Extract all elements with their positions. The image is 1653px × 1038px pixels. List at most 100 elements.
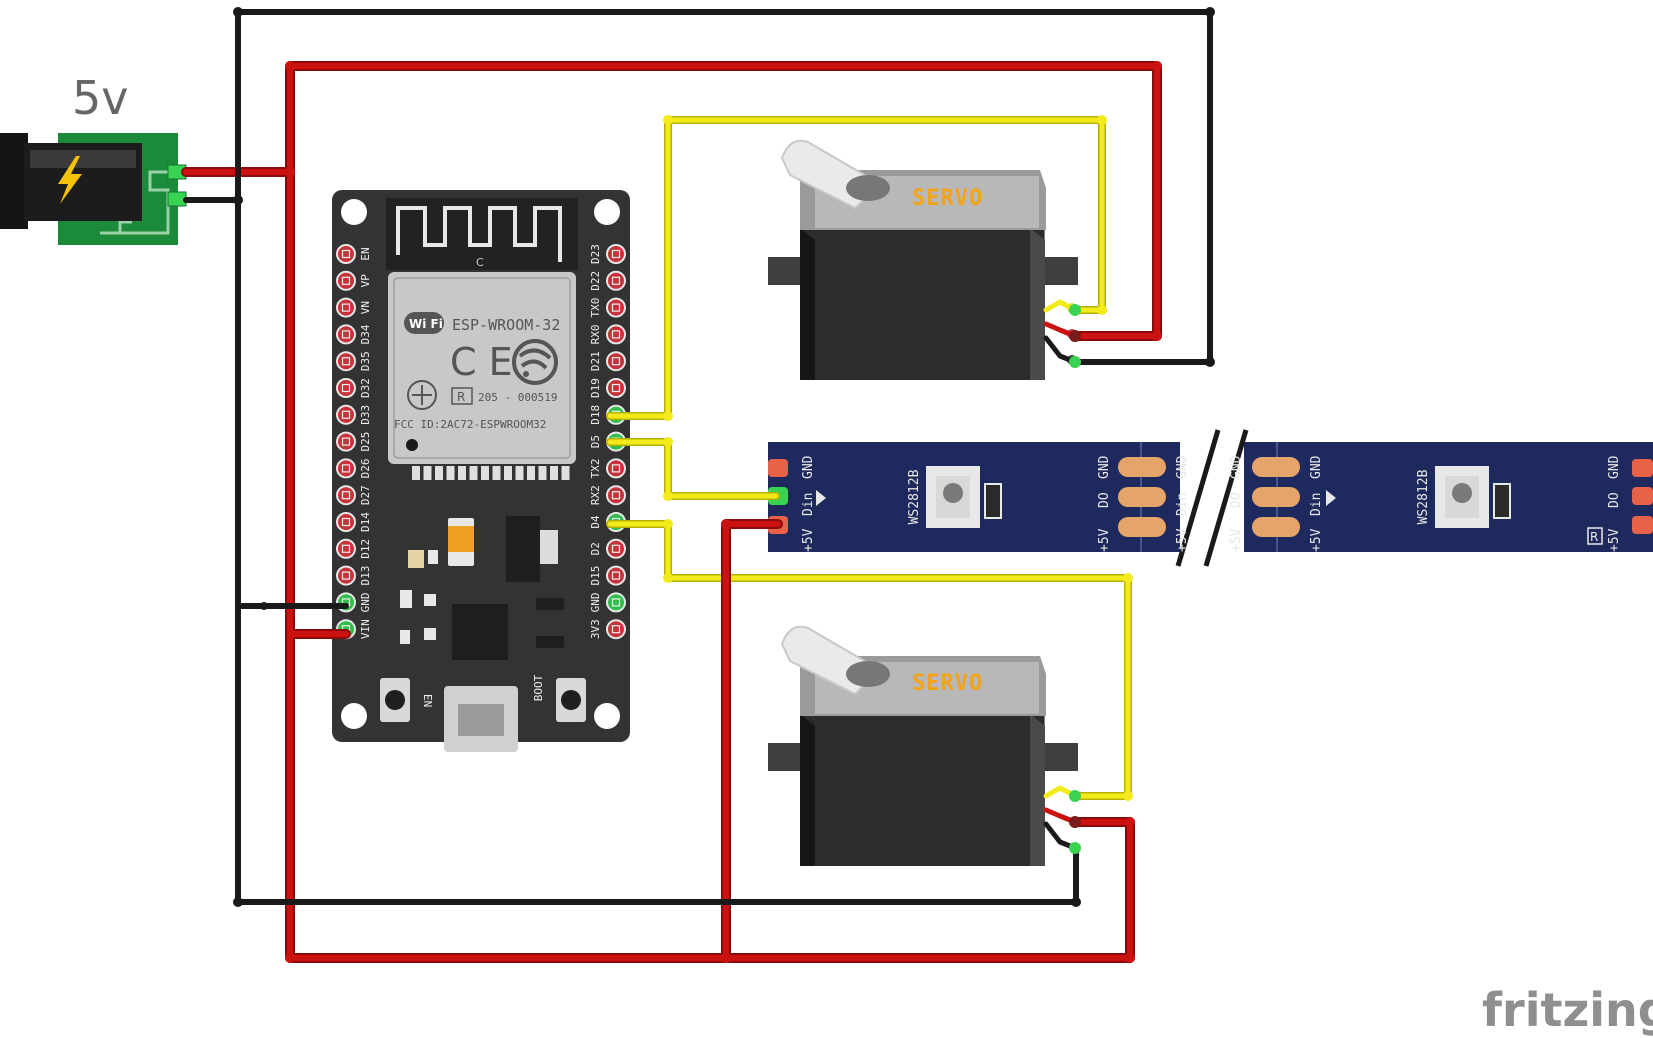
strip-r-mark: R (1590, 530, 1598, 544)
module-pad (492, 466, 501, 480)
right-pin-rx0[interactable] (606, 324, 626, 345)
servo-bottom-horn (780, 625, 890, 696)
led-strip: WS2812B WS2812B GND Din +5V (768, 429, 1653, 567)
right-pin-d19[interactable] (606, 378, 626, 398)
signal-wire-servo-bottom[interactable] (607, 521, 1131, 799)
right-pin-label: D15 (589, 566, 602, 586)
left-pin-vn[interactable] (336, 297, 356, 318)
servo-bottom: SERVO (768, 625, 1078, 866)
direction-arrow-icon (816, 490, 826, 506)
left-pin-vp[interactable] (336, 270, 356, 291)
right-pin-d2[interactable] (606, 538, 626, 559)
right-pin-d21[interactable] (606, 351, 626, 372)
compliance-icon (407, 380, 437, 410)
right-pin-d15[interactable] (606, 565, 626, 586)
right-pin-3v3[interactable] (606, 619, 626, 640)
strip-start-5v: +5V (801, 528, 816, 552)
module-pad (458, 466, 466, 480)
ce-mark: C E (450, 340, 513, 384)
wifi-logo-icon (404, 312, 444, 334)
left-pin-hole (341, 249, 351, 259)
led2-in-labels: GND Din +5V (1309, 455, 1336, 552)
left-pin-d14[interactable] (336, 512, 356, 532)
fcc-id: FCC ID:2AC72-ESPWROOM32 (394, 418, 546, 431)
right-pin-label: D23 (589, 244, 602, 264)
right-pin-tx0[interactable] (606, 297, 626, 318)
cut-pads-1 (1118, 457, 1166, 537)
right-pin-d23[interactable] (606, 244, 626, 264)
module-pad (435, 466, 443, 480)
left-pin-d26[interactable] (336, 458, 356, 479)
right-pin-rx2[interactable] (606, 485, 626, 506)
right-pin-hole (611, 571, 621, 580)
left-pin-d32[interactable] (336, 378, 356, 398)
left-pin-hole (341, 491, 351, 500)
strip-end-pad-do[interactable] (1632, 487, 1653, 505)
led-1: WS2812B (907, 466, 1002, 528)
left-pin-label: D13 (359, 566, 372, 586)
left-pin-d33[interactable] (336, 404, 356, 425)
right-pin-hole (611, 598, 621, 607)
led-2-chip-label: WS2812B (1416, 469, 1431, 524)
left-pin-label: D32 (359, 378, 372, 398)
left-pin-d25[interactable] (336, 431, 356, 452)
right-pin-label: D4 (589, 515, 602, 529)
right-pin-label: D2 (589, 542, 602, 555)
lightning-icon (58, 156, 82, 204)
seg2-out-5v: +5V (1229, 528, 1244, 552)
module-pads (412, 466, 570, 480)
led2-in-din: Din (1309, 493, 1324, 516)
led1-out-5v: +5V (1097, 528, 1112, 552)
power-jack-plug (0, 133, 28, 229)
right-header-pins: D23D22TX0RX0D21D19D18D5TX2RX2D4D2D15GND3… (589, 244, 626, 640)
left-pin-d12[interactable] (336, 538, 356, 559)
left-header-pins: ENVPVND34D35D32D33D25D26D27D14D12D13GNDV… (336, 244, 372, 640)
module-name: ESP-WROOM-32 (452, 316, 560, 334)
servo-top-body (800, 228, 1044, 380)
gnd-wire-servo-top[interactable] (235, 9, 1213, 365)
left-pin-d34[interactable] (336, 324, 356, 345)
strip-end-gnd: GND (1607, 455, 1622, 479)
signal-wire-led[interactable] (607, 439, 779, 499)
en-button-label: EN (421, 694, 434, 707)
right-pin-d22[interactable] (606, 270, 626, 291)
left-pin-d13[interactable] (336, 565, 356, 586)
module-pad (446, 466, 455, 480)
power-jack: 5v (0, 71, 187, 245)
right-pin-gnd[interactable] (606, 592, 626, 613)
vcc-wire-led-strip[interactable] (723, 521, 781, 961)
signal-wire-led-outline (606, 438, 780, 500)
gnd-bus-wire[interactable] (235, 9, 1079, 905)
left-pin-d35[interactable] (336, 351, 356, 372)
seg2-out-do: DO (1229, 492, 1244, 508)
module-pad (538, 466, 547, 480)
left-pin-label: D34 (359, 324, 372, 344)
antenna-mark: C (476, 256, 484, 269)
r-mark-box (451, 387, 473, 405)
strip-end-do: DO (1607, 492, 1622, 508)
led1-out-gnd: GND (1097, 455, 1112, 479)
strip-end-pad-gnd[interactable] (1632, 459, 1653, 477)
left-pin-hole (341, 571, 351, 580)
left-pin-label: VN (359, 301, 372, 314)
right-pin-label: TX0 (589, 298, 602, 318)
left-pin-label: GND (359, 592, 372, 612)
usb-uart-chip (452, 604, 508, 660)
seg2-out-labels: GND DO +5V (1229, 455, 1244, 552)
left-pin-d27[interactable] (336, 485, 356, 506)
left-pin-label: D33 (359, 405, 372, 425)
right-pin-hole (611, 544, 621, 553)
right-pin-tx2[interactable] (606, 458, 626, 479)
right-pin-hole (611, 330, 621, 339)
servo-top-label: SERVO (912, 186, 983, 211)
strip-start-pad-gnd[interactable] (768, 459, 788, 477)
right-pin-label: D5 (589, 435, 602, 448)
vcc-wire-servo-top[interactable] (287, 63, 1160, 339)
cut-pads-2 (1252, 457, 1300, 537)
led1-out-labels: GND DO +5V (1097, 455, 1112, 552)
fritzing-watermark: fritzing (1482, 983, 1653, 1037)
strip-end-pad-5v[interactable] (1632, 516, 1653, 534)
seg2-in-gnd: GND (1175, 455, 1190, 479)
left-pin-en[interactable] (336, 244, 356, 264)
